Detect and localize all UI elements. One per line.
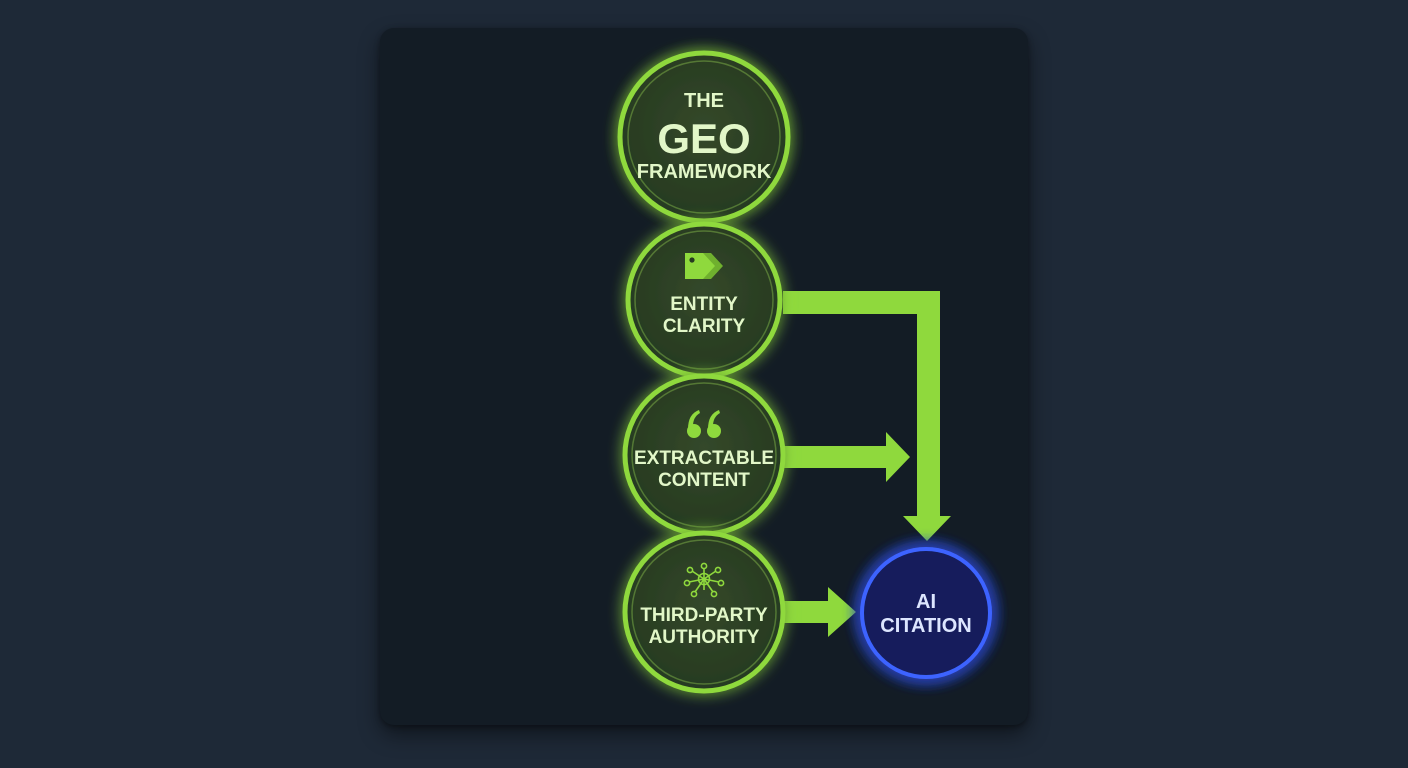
arrow-entity-to-citation [783,291,951,541]
title-line2: GEO [657,115,750,162]
ai-citation-line2: CITATION [880,615,971,637]
network-icon [683,562,725,598]
quote-icon [687,410,721,438]
title-line3: FRAMEWORK [637,161,772,183]
third-party-authority-line2: AUTHORITY [649,627,760,648]
extractable-content-line1: EXTRACTABLE [634,448,774,469]
node-entity-clarity: ENTITY CLARITY [625,221,783,379]
third-party-authority-line1: THIRD-PARTY [640,605,768,626]
title-node: THE GEO FRAMEWORK [617,50,791,224]
tag-icon [685,253,723,279]
arrow-extractable-to-citation [783,432,910,482]
title-line1: THE [684,90,724,112]
node-extractable-content: EXTRACTABLE CONTENT [622,373,786,537]
entity-clarity-line1: ENTITY [670,294,738,315]
arrow-authority-to-citation [783,587,856,637]
ai-citation-line1: AI [916,591,936,613]
node-third-party-authority: THIRD-PARTY AUTHORITY [622,530,786,694]
entity-clarity-line2: CLARITY [663,316,746,337]
extractable-content-line2: CONTENT [658,470,750,491]
node-ai-citation: AI CITATION [860,547,992,679]
